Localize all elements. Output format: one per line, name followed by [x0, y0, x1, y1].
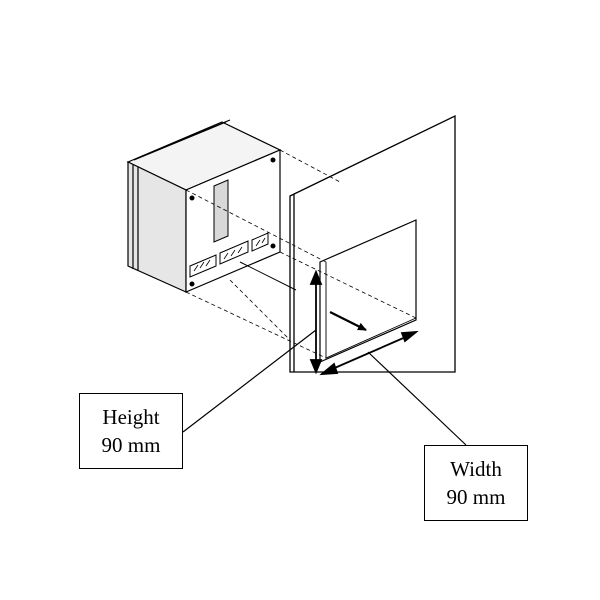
terminal-block: [251, 232, 269, 252]
screw: [270, 157, 276, 163]
height-dimension-arrow: [309, 269, 323, 375]
display-window: [213, 179, 229, 243]
screw: [189, 195, 195, 201]
height-callout: Height 90 mm: [79, 393, 183, 469]
cutout-opening: [319, 219, 417, 363]
device-front-details: [189, 157, 276, 287]
width-callout: Width 90 mm: [424, 445, 528, 521]
width-leader-line: [367, 351, 467, 446]
insertion-arrow: [329, 311, 367, 331]
alignment-lines: [185, 149, 417, 359]
width-value: 90 mm: [446, 485, 506, 509]
height-value: 90 mm: [101, 433, 161, 457]
height-label: Height: [102, 405, 160, 429]
depth-line: [239, 261, 297, 291]
height-leader-line: [182, 329, 317, 433]
terminal-block: [219, 240, 249, 265]
screw: [270, 243, 276, 249]
device-enclosure: [126, 119, 282, 293]
screw: [189, 281, 195, 287]
width-label: Width: [450, 457, 502, 481]
